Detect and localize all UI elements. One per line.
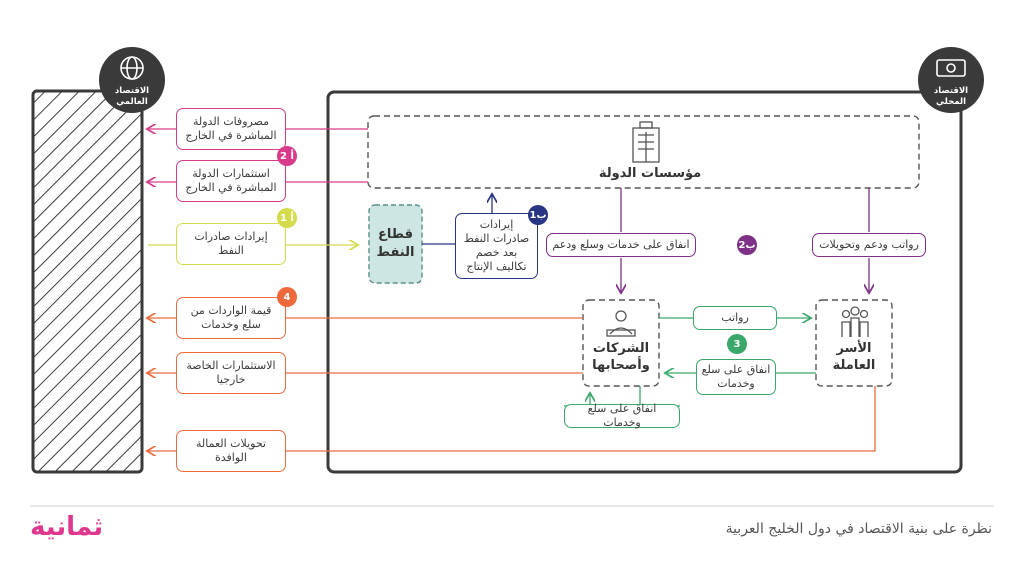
- local-economy-label: الاقتصاد المحلي: [933, 86, 969, 107]
- building-icon: [632, 121, 660, 163]
- state-institutions-title: مؤسسات الدولة: [598, 166, 702, 181]
- flow-label-household-spending: انفاق على سلع وخدمات: [696, 359, 776, 395]
- flow-label-oil-net: إيرادات صادرات النفط بعد خصم تكاليف الإن…: [455, 213, 538, 279]
- badge-2a: 2 أ: [277, 146, 297, 166]
- globe-dollar-icon: [120, 56, 144, 80]
- business-people-icon: [606, 310, 636, 337]
- flow-label-salaries: رواتب ودعم وتحويلات: [812, 233, 926, 257]
- flow-label-remittances: تحويلات العمالة الوافدة: [176, 430, 286, 472]
- households-title: الأسر العاملة: [832, 341, 876, 373]
- badge-2b: 2ب: [737, 235, 757, 255]
- global-economy-badge: [99, 47, 165, 113]
- flow-line-oil-net: [422, 195, 492, 245]
- badge-1b: 1ب: [528, 205, 548, 225]
- local-economy-badge: [918, 47, 984, 113]
- flow-label-wages: رواتب: [693, 306, 777, 330]
- state-institutions-box: [367, 115, 920, 189]
- households-box: [815, 299, 893, 387]
- banknote-icon: [936, 59, 966, 77]
- brand-logo: ثمانية: [30, 512, 104, 542]
- oil-sector-title: قطاع النفط: [376, 227, 415, 260]
- family-group-icon: [841, 306, 869, 337]
- badge-1a: 1 أ: [277, 208, 297, 228]
- flow-line-remittances: [148, 386, 876, 451]
- flow-label-imports: قيمة الواردات من سلع وخدمات: [176, 297, 286, 339]
- footer-title: نظرة على بنية الاقتصاد في دول الخليج الع…: [725, 521, 992, 537]
- local-economy-box: [326, 90, 963, 474]
- flow-label-private-investments: الاستثمارات الخاصة خارجيا: [176, 352, 286, 394]
- flow-label-state-spending-goods: انفاق على خدمات وسلع ودعم: [546, 233, 696, 257]
- badge-4: 4: [277, 287, 297, 307]
- companies-title: الشركات وأصحابها: [592, 341, 650, 373]
- global-economy-box: [31, 89, 144, 474]
- flow-label-company-spending: انفاق على سلع وخدمات: [564, 402, 680, 429]
- flow-label-oil-export: إيرادات صادرات النفط: [176, 223, 286, 265]
- flow-label-state-spending: مصروفات الدولة المباشرة في الخارج: [176, 108, 286, 150]
- badge-3: 3: [727, 334, 747, 354]
- flow-label-state-investments: استثمارات الدولة المباشرة في الخارج: [176, 160, 286, 202]
- global-economy-label: الاقتصاد العالمي: [114, 86, 150, 107]
